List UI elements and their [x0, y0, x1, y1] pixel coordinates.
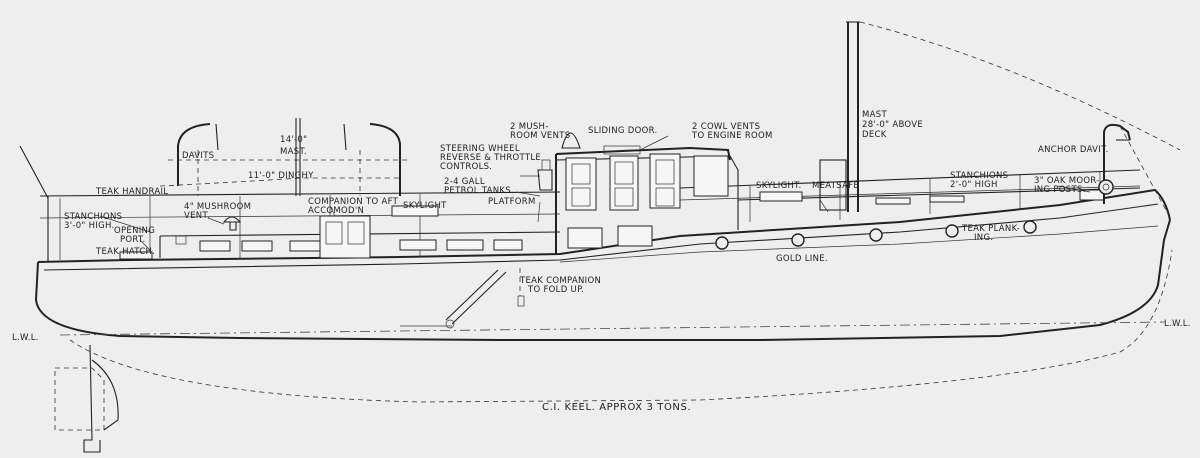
- label-teak-hatch: Teak Hatch.: [95, 247, 155, 257]
- label-teak-handrail: Teak Handrail: [95, 187, 168, 197]
- label-lwl-left: L.W.L.: [12, 333, 39, 343]
- label-steering-2: Reverse & Throttle: [440, 153, 541, 163]
- label-mooring-posts: 3" Oak Moor-: [1034, 176, 1100, 186]
- label-cowl-vents-2: to Engine Room: [691, 131, 773, 141]
- label-dinghy: 11'-0" Dinghy: [248, 171, 314, 181]
- leader-lines: [99, 135, 1091, 251]
- label-mast-fwd-2: 28'-0" Above: [862, 120, 923, 130]
- label-mushroom-vent-2: Vent.: [184, 211, 210, 221]
- label-mushroom-vents-2: room Vents: [510, 131, 570, 141]
- label-petrol: 2-4 Gall: [444, 177, 485, 187]
- hull: [34, 188, 1171, 341]
- label-opening-port: Opening: [114, 226, 155, 236]
- label-companion-aft-2: Accomod'n: [308, 206, 364, 216]
- label-sliding-door: Sliding Door.: [588, 126, 657, 136]
- label-mast-fwd-3: Deck: [862, 130, 887, 140]
- label-anchor-davit: Anchor Davit.: [1038, 145, 1109, 155]
- label-steering: Steering Wheel: [440, 144, 520, 154]
- label-stanchions-aft: Stanchions: [64, 212, 122, 222]
- label-platform: Platform: [488, 197, 536, 207]
- label-gold-line: Gold Line.: [776, 254, 828, 264]
- label-companion-fold-2: to Fold up.: [527, 285, 584, 295]
- label-lwl-right: L.W.L.: [1164, 319, 1191, 329]
- label-skylight-aft: Skylight: [403, 201, 447, 211]
- label-teak-planking: Teak Plank-: [961, 224, 1020, 234]
- label-steering-3: Controls.: [440, 162, 492, 172]
- waterline-keel: [54, 249, 1173, 453]
- companion-ladder: [400, 268, 525, 329]
- label-meatsafe: Meatsafe: [812, 181, 859, 191]
- labels: Davits 14'-0" Mast. 11'-0" Dinghy Teak H…: [12, 110, 1191, 413]
- label-dinghy-length: 14'-0": [280, 135, 307, 145]
- label-mooring-posts-2: ing Posts.: [1034, 185, 1086, 195]
- label-mushroom-vent: 4" Mushroom: [184, 202, 251, 212]
- label-mast-stored: Mast.: [280, 147, 307, 157]
- label-stanchions-fwd-2: 2'-0" High: [950, 180, 998, 190]
- label-skylight-fwd: Skylight.: [756, 181, 802, 191]
- dinghy-davits: [159, 118, 410, 196]
- wheelhouse: [537, 132, 739, 254]
- label-companion-fold: Teak Companion: [519, 276, 601, 286]
- label-stanchions-aft-height: 3'-0" High.: [64, 221, 115, 231]
- label-mushroom-vents: 2 Mush-: [510, 122, 549, 132]
- portholes: [715, 220, 1037, 250]
- label-petrol-2: Petrol Tanks.: [444, 186, 514, 196]
- foredeck: [737, 21, 1181, 212]
- label-opening-port-2: Port.: [120, 235, 146, 245]
- label-davits: Davits: [182, 151, 214, 161]
- label-keel: C.I. Keel. Approx 3 Tons.: [542, 402, 691, 413]
- aft-cabin: [119, 205, 561, 260]
- label-teak-planking-2: ing.: [974, 233, 993, 243]
- label-stanchions-fwd: Stanchions: [950, 171, 1008, 181]
- label-companion-aft: Companion to Aft: [308, 197, 399, 207]
- label-mast-fwd: Mast: [862, 110, 887, 120]
- label-cowl-vents: 2 Cowl Vents: [692, 122, 760, 132]
